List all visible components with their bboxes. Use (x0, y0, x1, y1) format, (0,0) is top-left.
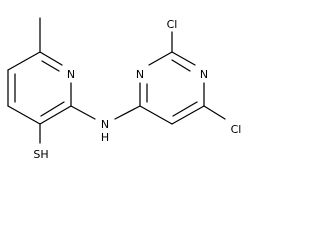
atom-thiol: SH (33, 148, 48, 161)
bond-nh-c4pyr (114, 105, 141, 120)
atom-h-amine: H (101, 131, 109, 144)
bond-c2-nh (70, 105, 96, 120)
atom-cl-bottom: Cl (231, 123, 242, 136)
atom-n-pyrimidine-1: N (200, 68, 208, 81)
atom-n-pyridine: N (67, 68, 75, 81)
bond-n3-c2 (148, 51, 173, 66)
bond-c5-c4 (139, 105, 173, 125)
bond-c2-n1-inner (171, 59, 191, 72)
atom-n-pyrimidine-3: N (136, 68, 144, 81)
atom-cl-top: Cl (167, 18, 178, 31)
pyridine-ring (7, 17, 72, 144)
amine-linker (70, 105, 141, 120)
pyrimidine-ring (139, 31, 226, 125)
bond-c6-c5-inner (172, 101, 198, 117)
bond-n1-c6 (39, 51, 63, 66)
atom-n-amine: N (101, 118, 109, 131)
bond-c3-c2-inner (40, 101, 65, 117)
bond-c6-cl (203, 105, 226, 120)
bond-c2-n1 (171, 51, 196, 66)
bond-c4-c3 (7, 105, 41, 125)
bond-c6-c5 (171, 105, 205, 125)
molecule-structure-diagram: N N H SH N N Cl Cl (7, 17, 242, 161)
bond-c6-c5 (7, 51, 41, 71)
bond-n1-c6-inner (41, 60, 60, 72)
bond-c3-c2 (39, 105, 72, 125)
